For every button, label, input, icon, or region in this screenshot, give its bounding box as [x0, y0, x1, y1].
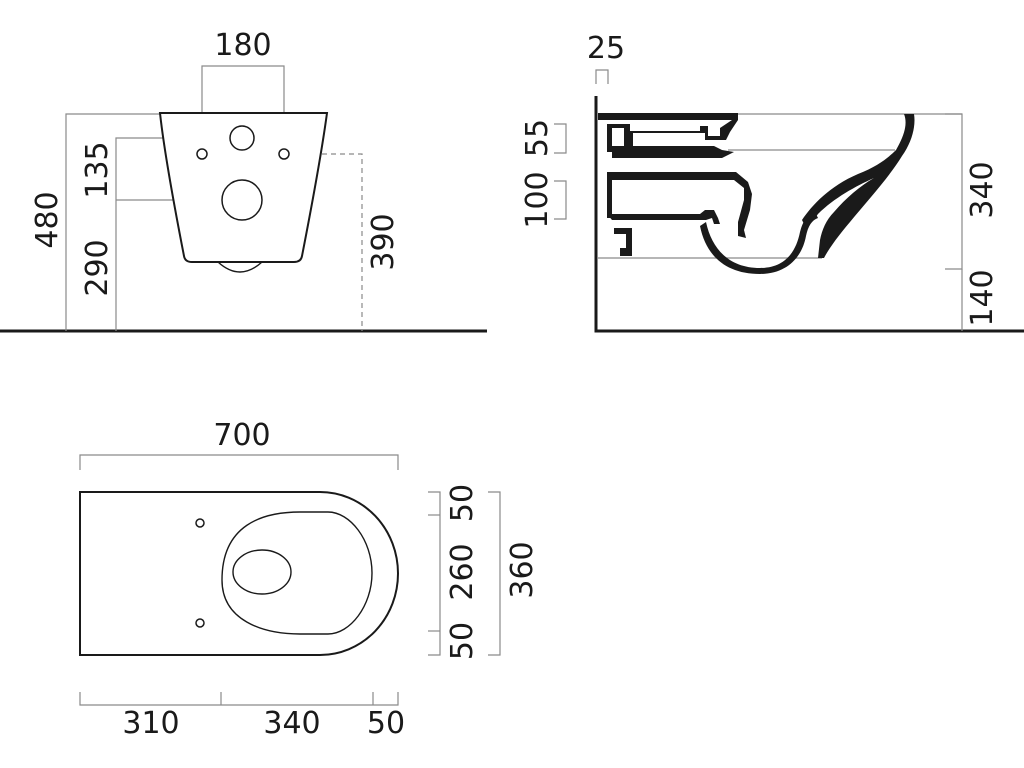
- side-view-wall-bracket: [614, 228, 632, 256]
- top-view-bowl-opening: [232, 549, 292, 595]
- top-dim-50-bottom-label: 50: [445, 622, 480, 660]
- side-dim-140-label: 140: [965, 269, 1000, 326]
- side-view-bowl-front-wall: [802, 114, 915, 258]
- front-dim-135-label: 135: [80, 141, 115, 198]
- side-dim-25-label: 25: [587, 31, 625, 66]
- side-view-inlet-channel-bottom: [607, 146, 734, 158]
- top-dim-right-inner-bracket: [428, 491, 441, 656]
- front-dim-180-label: 180: [214, 28, 271, 63]
- top-dim-360-bracket: [488, 491, 501, 656]
- top-dim-340-label: 340: [263, 706, 320, 741]
- front-dim-480-extension: [65, 113, 160, 331]
- side-view-lower-channel: [607, 172, 752, 238]
- top-dim-700-bracket: [79, 454, 399, 470]
- side-dim-25-bracket: [595, 69, 609, 84]
- side-view-rim-top: [598, 113, 738, 120]
- front-view-outlet-bulge: [216, 261, 264, 273]
- front-view: 180 480 135 290 390: [0, 28, 487, 333]
- top-view-rim-outline: [221, 511, 373, 635]
- side-dim-100-label: 100: [520, 171, 555, 228]
- front-dim-180-bracket: [201, 65, 285, 150]
- side-dim-100-bracket: [554, 180, 567, 220]
- side-view-base-ledge: [607, 210, 720, 224]
- front-dim-390-extension: [286, 153, 363, 331]
- top-view: 700 310 340 50 50 260 50 360: [79, 418, 540, 741]
- top-dim-260-label: 260: [445, 543, 480, 600]
- side-dim-55-label: 55: [520, 119, 555, 157]
- top-dim-310-label: 310: [122, 706, 179, 741]
- side-view-wall-and-floor: [594, 96, 1024, 333]
- top-view-upper-bolt-hole: [195, 518, 205, 528]
- side-dim-340-label: 340: [965, 161, 1000, 218]
- side-dim-55-bracket: [554, 123, 567, 154]
- front-dim-290-label: 290: [80, 239, 115, 296]
- front-view-right-bolt-hole: [278, 148, 290, 160]
- side-dim-340-extension: [945, 113, 963, 270]
- top-dim-50-right-label: 50: [367, 706, 405, 741]
- side-view-trap-bend: [700, 212, 818, 274]
- front-dim-480-label: 480: [30, 191, 65, 248]
- side-view-inlet-channel-top: [607, 120, 738, 152]
- top-view-lower-bolt-hole: [195, 618, 205, 628]
- top-dim-700-label: 700: [213, 418, 270, 453]
- top-dim-360-label: 360: [505, 541, 540, 598]
- front-view-outlet-hole: [221, 179, 263, 221]
- front-dim-390-label: 390: [366, 213, 401, 270]
- top-dim-bottom-bracket: [79, 692, 399, 706]
- top-dim-50-top-label: 50: [445, 484, 480, 522]
- front-view-left-bolt-hole: [196, 148, 208, 160]
- front-view-top-hole: [229, 125, 255, 151]
- side-view: 25 55 100 340 140: [520, 31, 1024, 333]
